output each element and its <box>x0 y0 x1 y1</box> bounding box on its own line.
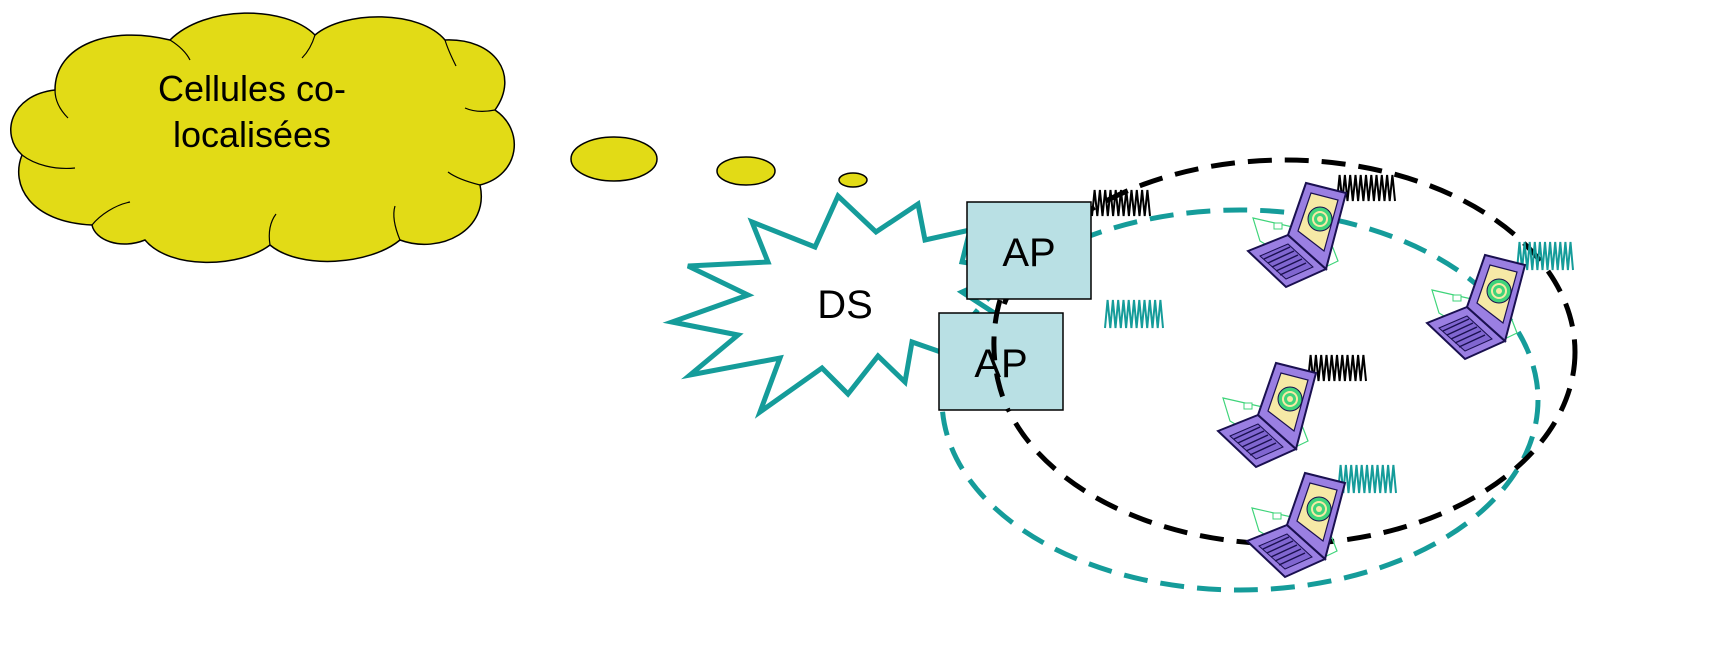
laptop-icon <box>1246 472 1346 578</box>
teal-coverage-cell <box>939 207 1541 593</box>
thought-bubble-small <box>838 172 868 188</box>
cloud-callout: Cellules co- localisées <box>10 12 868 264</box>
laptop-icon <box>1426 254 1526 360</box>
signal-wave-icon <box>1091 189 1151 217</box>
signal-wave-icon <box>1104 299 1164 329</box>
callout-line-1: Cellules co- <box>158 68 346 109</box>
signal-wave-icon <box>1516 241 1574 271</box>
ds-starburst: DS <box>662 191 1021 419</box>
thought-bubble-large <box>570 136 658 182</box>
callout-line-2: localisées <box>173 114 331 155</box>
signal-wave-icon <box>1337 464 1397 494</box>
access-point-top: AP <box>966 201 1092 300</box>
laptop-icon <box>1217 362 1317 468</box>
laptop-icon <box>1247 182 1347 288</box>
ds-label: DS <box>817 283 873 327</box>
starburst-shape <box>662 191 1021 419</box>
signal-wave-icon <box>1307 354 1367 382</box>
ap-label: AP <box>1002 231 1055 275</box>
thought-bubble-medium <box>716 156 776 186</box>
ap-label: AP <box>974 342 1027 386</box>
